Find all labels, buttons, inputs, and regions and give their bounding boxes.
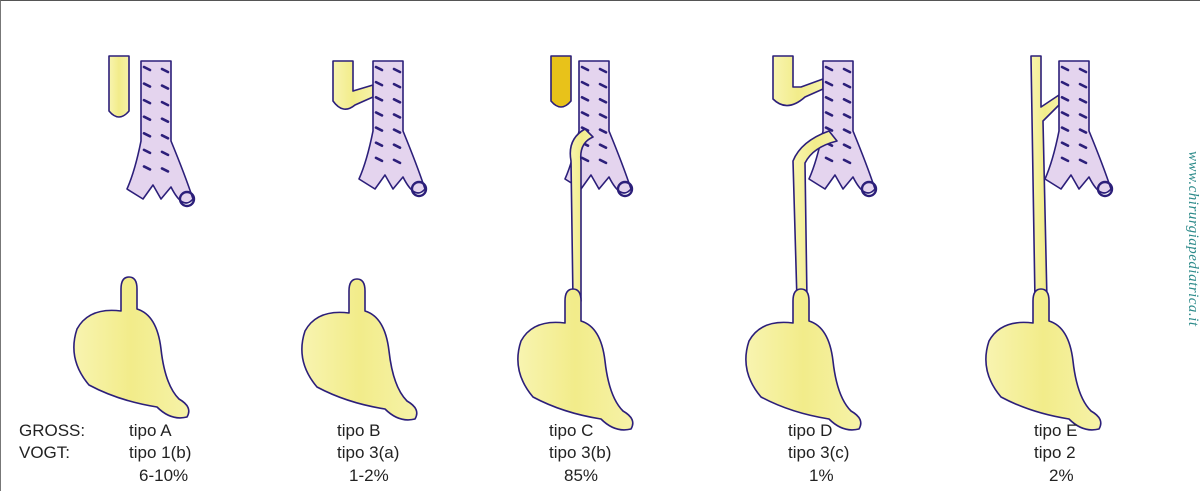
stomach-C: [518, 289, 633, 430]
vogt-row-label: VOGT:: [19, 443, 70, 463]
type-d-vogt-label: tipo 3(c): [788, 443, 849, 463]
type-c-percent: 85%: [564, 466, 598, 486]
type-e-percent: 2%: [1049, 466, 1074, 486]
trachea-E: [1045, 61, 1111, 193]
type-d-percent: 1%: [809, 466, 834, 486]
stomach-D: [746, 289, 861, 430]
stomach-B: [302, 279, 417, 420]
type-a-gross-label: tipo A: [129, 421, 172, 441]
trachea-B: [359, 61, 425, 193]
upper-esophagus-pouch-C: [551, 56, 571, 107]
type-c-vogt-label: tipo 3(b): [549, 443, 611, 463]
gross-row-label: GROSS:: [19, 421, 85, 441]
type-a-vogt-label: tipo 1(b): [129, 443, 191, 463]
upper-esophagus-pouch-D: [773, 56, 823, 106]
type-a-percent: 6-10%: [139, 466, 188, 486]
upper-esophagus-pouch-B: [333, 61, 373, 109]
upper-esophagus-pouch-A: [109, 56, 129, 117]
trachea-A: [127, 61, 193, 203]
stomach-E: [986, 289, 1101, 430]
stomach-A: [74, 277, 189, 418]
type-c-gross-label: tipo C: [549, 421, 593, 441]
type-b-percent: 1-2%: [349, 466, 389, 486]
type-b-vogt-label: tipo 3(a): [337, 443, 399, 463]
type-e-vogt-label: tipo 2: [1034, 443, 1076, 463]
type-e-gross-label: tipo E: [1034, 421, 1077, 441]
type-d-gross-label: tipo D: [788, 421, 832, 441]
website-watermark: www.chirurgiapediatrica.it: [1171, 151, 1200, 391]
type-b-gross-label: tipo B: [337, 421, 380, 441]
